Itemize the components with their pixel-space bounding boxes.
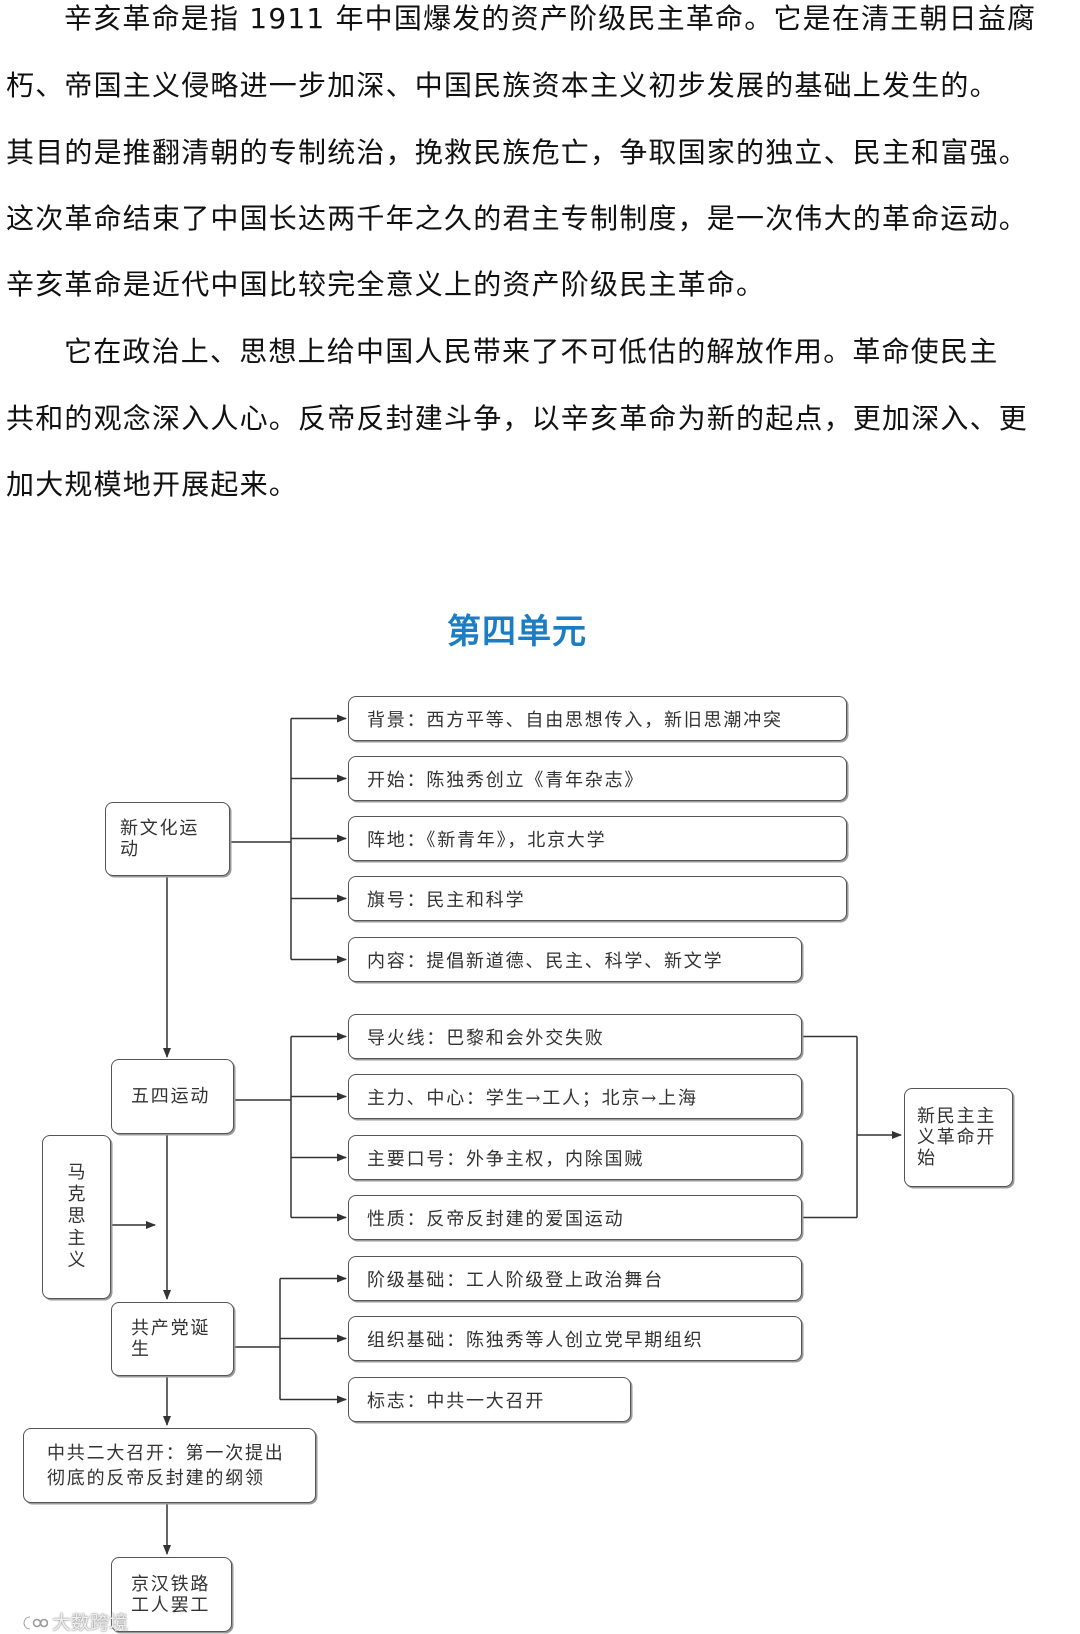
event-box-party-founding: 共产党诞生 xyxy=(111,1302,234,1376)
detail-box-background: 背景：西方平等、自由思想传入，新旧思潮冲突 xyxy=(348,696,847,741)
paragraph-1-line-1: 辛亥革命是指 1911 年中国爆发的资产阶级民主革命。它是在清王朝日益腐 xyxy=(64,2,1037,35)
event-label-second-congress: 中共二大召开：第一次提出彻底的反帝反封建的纲领 xyxy=(47,1442,285,1489)
detail-box-org-basis: 组织基础：陈独秀等人创立党早期组织 xyxy=(348,1316,802,1361)
detail-text-content: 内容：提倡新道德、民主、科学、新文学 xyxy=(367,950,724,972)
watermark: 大数跨境 xyxy=(20,1612,128,1634)
paragraph-1-line-5: 辛亥革命是近代中国比较完全意义上的资产阶级民主革命。 xyxy=(6,268,766,301)
event-label-party-founding: 共产党诞生 xyxy=(131,1318,211,1360)
event-label-may-fourth-movement: 五四运动 xyxy=(131,1086,211,1107)
detail-text-slogan: 主要口号：外争主权，内除国贼 xyxy=(367,1148,645,1170)
detail-text-banner: 旗号：民主和科学 xyxy=(367,889,526,911)
detail-box-trigger: 导火线：巴黎和会外交失败 xyxy=(348,1014,802,1059)
paragraph-1-line-4: 这次革命结束了中国长达两千年之久的君主专制制度，是一次伟大的革命运动。 xyxy=(6,202,1029,235)
detail-text-marker: 标志：中共一大召开 xyxy=(367,1390,546,1412)
paragraph-1-line-3: 其目的是推翻清朝的专制统治，挽救民族危亡，争取国家的独立、民主和富强。 xyxy=(6,136,1029,169)
paragraph-2-line-1: 它在政治上、思想上给中国人民带来了不可低估的解放作用。革命使民主 xyxy=(64,335,999,368)
event-label-marxism: 马克思主义 xyxy=(67,1162,86,1271)
paragraph-2-line-2: 共和的观念深入人心。反帝反封建斗争，以辛亥革命为新的起点，更加深入、更 xyxy=(6,402,1029,435)
detail-text-class-basis: 阶级基础：工人阶级登上政治舞台 xyxy=(367,1269,664,1291)
event-box-may-fourth-movement: 五四运动 xyxy=(111,1059,234,1134)
paragraph-2-line-3: 加大规模地开展起来。 xyxy=(6,468,299,501)
detail-text-trigger: 导火线：巴黎和会外交失败 xyxy=(367,1027,605,1049)
detail-text-nature: 性质：反帝反封建的爱国运动 xyxy=(367,1208,625,1230)
detail-box-marker: 标志：中共一大召开 xyxy=(348,1377,631,1422)
detail-box-class-basis: 阶级基础：工人阶级登上政治舞台 xyxy=(348,1256,802,1301)
detail-text-main-force: 主力、中心：学生→工人；北京→上海 xyxy=(367,1087,698,1109)
event-box-marxism: 马克思主义 xyxy=(42,1135,111,1299)
watermark-text: 大数跨境 xyxy=(52,1612,129,1634)
detail-box-main-force: 主力、中心：学生→工人；北京→上海 xyxy=(348,1074,802,1119)
watermark-logo-icon xyxy=(22,1615,48,1631)
event-label-new-culture-movement: 新文化运动 xyxy=(120,818,200,860)
unit-title: 第四单元 xyxy=(447,612,587,652)
detail-box-content: 内容：提倡新道德、民主、科学、新文学 xyxy=(348,937,802,982)
event-box-jinghan-strike: 京汉铁路工人罢工 xyxy=(111,1557,232,1632)
detail-text-org-basis: 组织基础：陈独秀等人创立党早期组织 xyxy=(367,1329,704,1351)
detail-text-background: 背景：西方平等、自由思想传入，新旧思潮冲突 xyxy=(367,709,783,731)
detail-box-slogan: 主要口号：外争主权，内除国贼 xyxy=(348,1135,802,1180)
detail-box-nature: 性质：反帝反封建的爱国运动 xyxy=(348,1195,802,1240)
event-label-jinghan-strike: 京汉铁路工人罢工 xyxy=(131,1573,211,1616)
detail-text-start: 开始：陈独秀创立《青年杂志》 xyxy=(367,769,645,791)
event-box-new-democratic-revolution: 新民主主义革命开始 xyxy=(904,1088,1013,1187)
detail-box-base: 阵地：《新青年》，北京大学 xyxy=(348,816,847,861)
event-box-new-culture-movement: 新文化运动 xyxy=(105,802,230,876)
detail-box-start: 开始：陈独秀创立《青年杂志》 xyxy=(348,756,847,801)
event-label-new-democratic-revolution: 新民主主义革命开始 xyxy=(917,1106,997,1169)
event-box-second-congress: 中共二大召开：第一次提出彻底的反帝反封建的纲领 xyxy=(23,1428,316,1503)
detail-text-base: 阵地：《新青年》，北京大学 xyxy=(367,829,607,851)
detail-box-banner: 旗号：民主和科学 xyxy=(348,876,847,921)
paragraph-1-line-2: 朽、帝国主义侵略进一步加深、中国民族资本主义初步发展的基础上发生的。 xyxy=(6,69,999,102)
